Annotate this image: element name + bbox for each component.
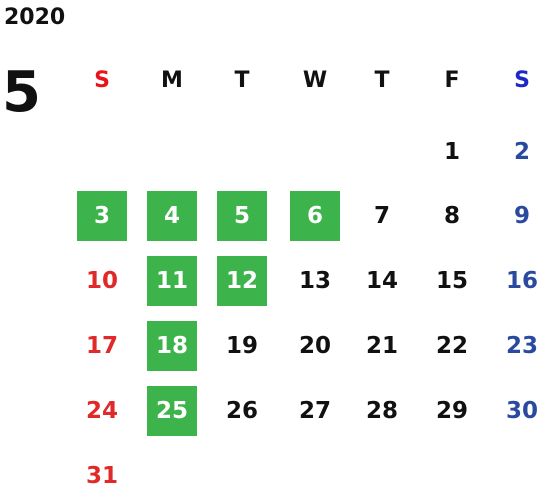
calendar-day[interactable]: 16 bbox=[505, 268, 538, 294]
calendar-month: 5 bbox=[2, 60, 41, 125]
calendar-day[interactable]: 15 bbox=[435, 268, 468, 294]
calendar-day[interactable]: 4 bbox=[147, 191, 197, 241]
calendar-day[interactable]: 17 bbox=[85, 333, 118, 359]
calendar-year: 2020 bbox=[4, 5, 66, 30]
calendar-day[interactable]: 19 bbox=[225, 333, 258, 359]
calendar-day[interactable]: 2 bbox=[513, 139, 530, 165]
calendar-day[interactable]: 5 bbox=[217, 191, 267, 241]
calendar-day[interactable]: 3 bbox=[77, 191, 127, 241]
calendar-day[interactable]: 26 bbox=[225, 398, 258, 424]
calendar-day[interactable]: 30 bbox=[505, 398, 538, 424]
calendar-day[interactable]: 25 bbox=[147, 386, 197, 436]
calendar-day[interactable]: 22 bbox=[435, 333, 468, 359]
calendar-day[interactable]: 21 bbox=[365, 333, 398, 359]
weekday-saturday: S bbox=[514, 68, 530, 93]
calendar-day[interactable]: 14 bbox=[365, 268, 398, 294]
calendar-day[interactable]: 24 bbox=[85, 398, 118, 424]
calendar-day[interactable]: 11 bbox=[147, 256, 197, 306]
weekday-friday: F bbox=[444, 68, 460, 93]
weekday-sunday: S bbox=[94, 68, 110, 93]
calendar-day[interactable]: 23 bbox=[505, 333, 538, 359]
calendar-day[interactable]: 9 bbox=[513, 203, 530, 229]
calendar-day[interactable]: 6 bbox=[290, 191, 340, 241]
weekday-tuesday: T bbox=[234, 68, 250, 93]
calendar-day[interactable]: 31 bbox=[85, 463, 118, 489]
calendar-day[interactable]: 1 bbox=[443, 139, 460, 165]
calendar-day[interactable]: 20 bbox=[298, 333, 331, 359]
calendar-day[interactable]: 8 bbox=[443, 203, 460, 229]
calendar-day[interactable]: 18 bbox=[147, 321, 197, 371]
weekday-monday: M bbox=[161, 68, 183, 93]
calendar-day[interactable]: 28 bbox=[365, 398, 398, 424]
calendar-day[interactable]: 13 bbox=[298, 268, 331, 294]
calendar-day[interactable]: 10 bbox=[85, 268, 118, 294]
calendar-day[interactable]: 27 bbox=[298, 398, 331, 424]
weekday-thursday: T bbox=[374, 68, 390, 93]
calendar-day[interactable]: 12 bbox=[217, 256, 267, 306]
calendar-day[interactable]: 29 bbox=[435, 398, 468, 424]
calendar-day[interactable]: 7 bbox=[373, 203, 390, 229]
weekday-wednesday: W bbox=[302, 68, 328, 93]
